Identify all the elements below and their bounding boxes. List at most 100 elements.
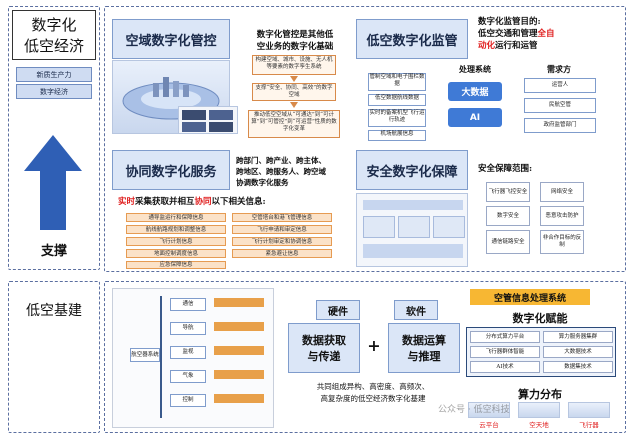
calc-line1: 数据运算 bbox=[402, 334, 446, 347]
airspace-box3: 推动低空空域从“可通达”到“可计算”到“可管控”到“可运营”性质的数字化变革 bbox=[248, 110, 340, 138]
supervision-title-box: 低空数字化监管 bbox=[356, 19, 468, 59]
software-label: 软件 bbox=[394, 300, 438, 320]
goal-text-a: 低空交通和管理 bbox=[478, 29, 538, 39]
compute-image-1 bbox=[518, 402, 560, 418]
collab-desc-line3: 协调数字化服务 bbox=[236, 178, 289, 187]
airspace-desc-line1: 数字化管控是其他低 bbox=[256, 30, 334, 40]
safety-range-label: 安全保障范围: bbox=[478, 164, 533, 174]
diagram-right-bar bbox=[214, 322, 264, 331]
acq-line1: 数据获取 bbox=[302, 334, 346, 347]
grid-item-0: 分布式算力平台 bbox=[470, 331, 540, 343]
goal-text-b: 全自 bbox=[537, 29, 555, 39]
plus-sign: + bbox=[367, 336, 381, 355]
goal-text-d: 运行和运管 bbox=[495, 41, 538, 51]
title-line1: 数字化 bbox=[31, 16, 77, 34]
calc-line2: 与推理 bbox=[407, 350, 441, 363]
collab-item-2: 航线航路规划和调整信息 bbox=[126, 225, 226, 234]
flow-arrow-icon bbox=[290, 102, 298, 108]
ai-chip: AI bbox=[448, 108, 502, 127]
collab-item-3: 飞行申请和审定信息 bbox=[232, 225, 332, 234]
demand-item-0: 运营人 bbox=[524, 78, 596, 93]
compute-item-0: 云平台 bbox=[479, 421, 499, 429]
new-productivity-pill: 新质生产力 bbox=[16, 67, 92, 82]
airspace-box1: 构建空域、城市、设施、无人机等要素的数字孪生系统 bbox=[252, 55, 336, 75]
compute-image-2 bbox=[568, 402, 610, 418]
infra-caption-line2: 高复杂度的低空经济数字化基建 bbox=[320, 394, 426, 403]
big-data-chip: 大数据 bbox=[448, 82, 502, 101]
diagram-node-4: 控制 bbox=[170, 394, 206, 407]
digital-enable-label: 数字化赋能 bbox=[512, 312, 568, 325]
collab-item-5: 飞行计划审定和协调信息 bbox=[232, 237, 332, 246]
goal-text-c: 动化 bbox=[478, 41, 496, 51]
collab-item-6: 地面控制调度信息 bbox=[126, 249, 226, 258]
compute-label: 算力分布 bbox=[518, 388, 562, 401]
diagram-node-0: 通信 bbox=[170, 298, 206, 311]
sup-item-0: 管制空域和电子围栏数据 bbox=[368, 73, 426, 91]
digital-economy-pill: 数字经济 bbox=[16, 84, 92, 99]
diagram-right-bar bbox=[214, 370, 264, 379]
top-main-panel bbox=[104, 6, 626, 272]
left-bottom-panel bbox=[8, 281, 100, 433]
flow-arrow-icon bbox=[290, 76, 298, 82]
acq-line2: 与传递 bbox=[307, 350, 341, 363]
demand-label: 需求方 bbox=[547, 64, 571, 74]
safety-item-5: 非合作目标的反制 bbox=[540, 230, 584, 254]
safety-item-2: 数字安全 bbox=[486, 206, 530, 226]
collab-item-1: 空管塔台和港飞管理信息 bbox=[232, 213, 332, 222]
compute-image-0 bbox=[468, 402, 510, 418]
demand-item-2: 政府监管部门 bbox=[524, 118, 596, 133]
watermark: 公众号 · 低空科技 bbox=[438, 405, 510, 415]
supervision-goal-line3: 动化运行和运管 bbox=[478, 41, 618, 51]
diagram-left-node: 航空器系统 bbox=[130, 348, 160, 362]
diagram-node-2: 监视 bbox=[170, 346, 206, 359]
infra-caption-line1: 共同组成异构、高密度、高频次、 bbox=[316, 382, 430, 391]
title-line2: 低空经济 bbox=[23, 37, 84, 55]
grid-item-2: 飞行器群体智能 bbox=[470, 346, 540, 358]
airspace-screens-image bbox=[178, 106, 238, 134]
airspace-desc-line2: 空业务的数字化基础 bbox=[256, 42, 334, 52]
grid-item-1: 算力服务器集群 bbox=[543, 331, 613, 343]
safety-item-0: 飞行器飞控安全 bbox=[486, 182, 530, 202]
data-calc-box: 数据运算 与推理 bbox=[388, 323, 460, 373]
data-acq-box: 数据获取 与传递 bbox=[288, 323, 360, 373]
collect-c: 协同 bbox=[194, 197, 212, 207]
sup-item-2: 实时的备案机型飞行运行轨迹 bbox=[368, 109, 426, 127]
collab-desc-line1: 跨部门、跨产业、跨主体、 bbox=[236, 156, 326, 165]
diagram-right-bar bbox=[214, 298, 264, 307]
safety-architecture-image bbox=[356, 193, 468, 267]
safety-item-1: 网络安全 bbox=[540, 182, 584, 202]
left-top-panel bbox=[8, 6, 100, 270]
diagram-bus-line bbox=[160, 296, 162, 418]
system-label: 处理系统 bbox=[459, 64, 491, 74]
mgmt-system-title: 空管信息处理系统 bbox=[470, 289, 590, 305]
safety-title-box: 安全数字化保障 bbox=[356, 150, 468, 190]
compute-item-1: 空天地 bbox=[529, 421, 549, 429]
sup-item-3: 机场航展信息 bbox=[368, 130, 426, 141]
demand-item-1: 民航空管 bbox=[524, 98, 596, 113]
sup-item-1: 低空数据航线数据 bbox=[368, 94, 426, 106]
safety-item-3: 恶意攻击防护 bbox=[540, 206, 584, 226]
support-label: 支撑 bbox=[40, 244, 67, 259]
infra-title: 低空基建 bbox=[26, 303, 82, 319]
airspace-title-box: 空域数字化管控 bbox=[112, 19, 230, 59]
collab-title-box: 协同数字化服务 bbox=[112, 150, 230, 190]
collab-desc-line2: 跨地区、跨服务人、跨空域 bbox=[236, 167, 326, 176]
safety-item-4: 通信链路安全 bbox=[486, 230, 530, 254]
collab-item-7: 紧急避让信息 bbox=[232, 249, 332, 258]
hardware-label: 硬件 bbox=[316, 300, 360, 320]
collect-b: 采集获取并相互 bbox=[135, 197, 195, 207]
supervision-goal-line2: 低空交通和管理全自 bbox=[478, 29, 618, 39]
grid-item-5: 数据集技术 bbox=[543, 361, 613, 373]
diagram-right-bar bbox=[214, 346, 264, 355]
diagram-node-1: 导航 bbox=[170, 322, 206, 335]
airspace-box2: 支撑“安全、协同、高效”的数字空域 bbox=[252, 83, 336, 101]
collab-collect-line: 实时采集获取并相互协同以下相关信息: bbox=[118, 197, 338, 207]
compute-item-2: 飞行器 bbox=[579, 421, 599, 429]
collab-item-0: 通导监运行和保障信息 bbox=[126, 213, 226, 222]
supervision-goal-label: 数字化监管目的: bbox=[478, 17, 541, 27]
collect-a: 实时 bbox=[118, 197, 136, 207]
collab-item-8: 应急保障信息 bbox=[126, 261, 226, 269]
collect-d: 以下相关信息: bbox=[211, 197, 266, 207]
collab-item-4: 飞行计划信息 bbox=[126, 237, 226, 246]
grid-item-3: 大数据技术 bbox=[543, 346, 613, 358]
